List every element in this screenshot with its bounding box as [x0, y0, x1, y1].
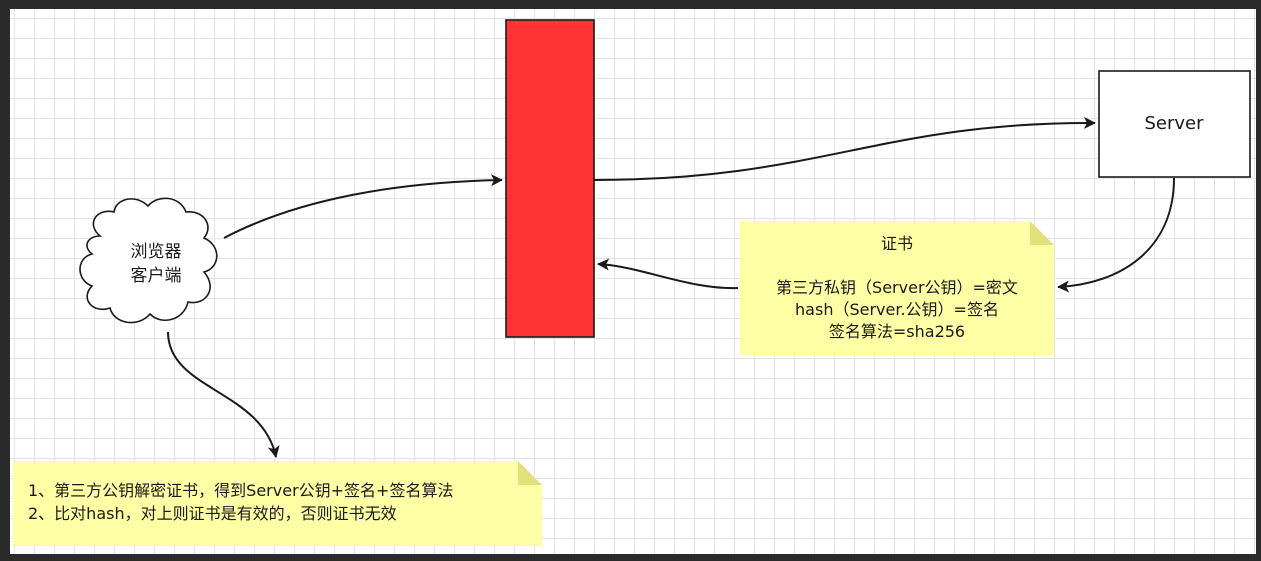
certificate-note-line: 第三方私钥（Server公钥）=密文: [776, 278, 1018, 297]
certificate-note-shape[interactable]: [740, 221, 1054, 355]
edge-client-to-verification[interactable]: [167, 331, 280, 458]
verification-note-line: 2、比对hash，对上则证书是有效的，否则证书无效: [28, 504, 397, 523]
certificate-note-line: hash（Server.公钥）=签名: [795, 300, 999, 319]
server-box[interactable]: [1098, 70, 1251, 178]
verification-note-shape[interactable]: [13, 461, 542, 546]
edge-proxy-to-server[interactable]: [593, 116, 1096, 181]
diagram-drawing: [13, 19, 1251, 546]
edge-certificate-to-proxy[interactable]: [597, 258, 739, 290]
folded-corner-icon: [1030, 221, 1054, 245]
verification-note-line: 1、第三方公钥解密证书，得到Server公钥+签名+签名算法: [28, 481, 454, 500]
folded-corner-icon: [518, 461, 542, 485]
server-label: Server: [1144, 113, 1204, 134]
client-label-line2: 客户端: [130, 266, 182, 286]
edge-server-to-certificate[interactable]: [1057, 177, 1175, 293]
certificate-note-line: 签名算法=sha256: [828, 322, 966, 341]
certificate-note-title: 证书: [880, 234, 913, 253]
client-cloud-shape[interactable]: [79, 197, 218, 324]
diagram-canvas: 浏览器 客户端 Server 证书 第三方私钥（Server公钥）=密文 has…: [10, 9, 1256, 554]
edge-client-to-proxy[interactable]: [223, 174, 503, 239]
client-label: 浏览器 客户端: [124, 240, 188, 288]
client-label-line1: 浏览器: [130, 242, 182, 262]
proxy-block[interactable]: [505, 19, 595, 338]
